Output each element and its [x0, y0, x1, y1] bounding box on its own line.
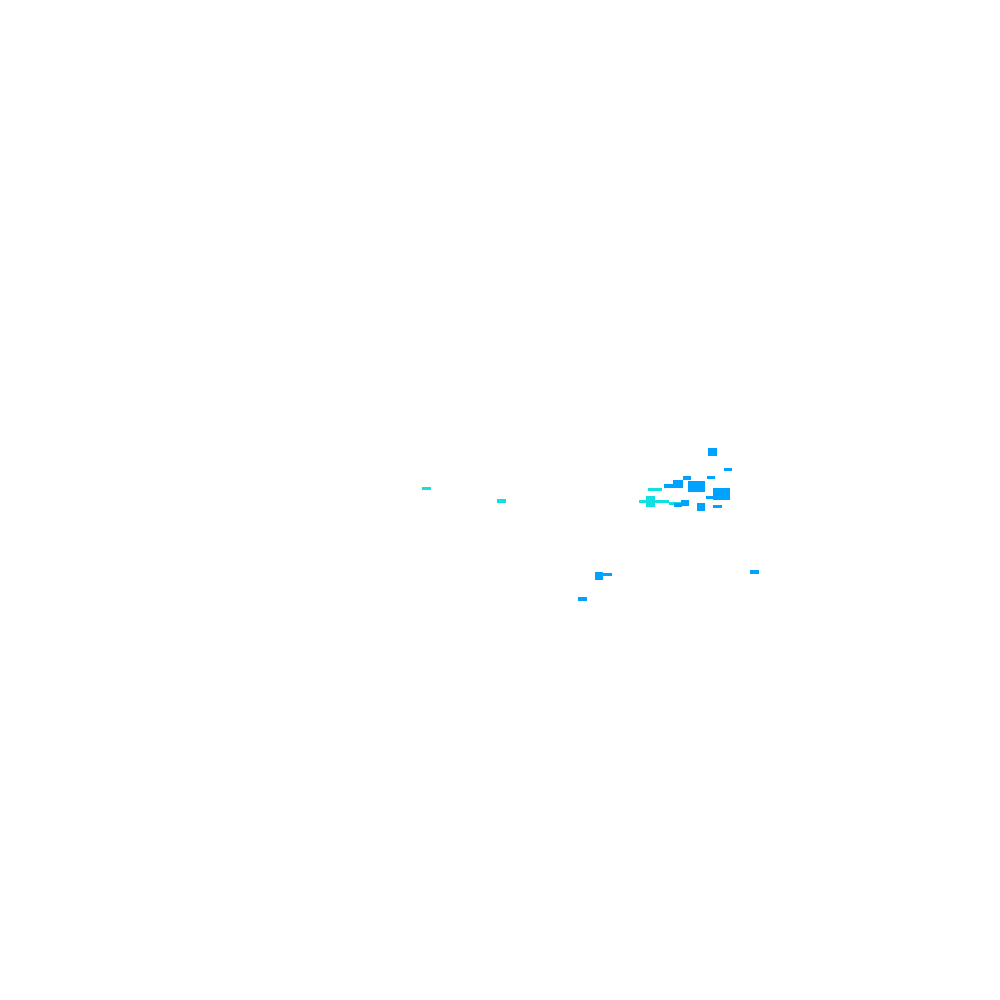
speckle-fragment: [708, 448, 717, 456]
speckle-fragment: [595, 572, 603, 580]
speckle-fragment: [648, 488, 662, 491]
speckle-fragment: [578, 597, 587, 601]
speckle-fragment: [673, 480, 683, 488]
speckle-fragment: [683, 476, 691, 480]
speckle-fragment: [646, 496, 655, 507]
speckle-fragment: [664, 484, 674, 488]
speckle-fragment: [602, 573, 612, 576]
speckle-fragment: [707, 476, 715, 479]
speckle-fragment: [422, 487, 431, 490]
speckle-fragment: [497, 499, 506, 503]
speckle-fragment: [713, 505, 722, 508]
speckle-fragment: [750, 570, 759, 574]
speckle-fragment: [674, 503, 682, 507]
speckle-fragment: [724, 468, 732, 471]
speckle-fragment: [681, 500, 689, 506]
speckle-group: [422, 448, 759, 601]
speckle-fragment: [706, 496, 716, 499]
speckle-fragment: [697, 503, 705, 511]
speckle-fragment: [713, 488, 730, 500]
speckle-fragment: [688, 481, 705, 492]
